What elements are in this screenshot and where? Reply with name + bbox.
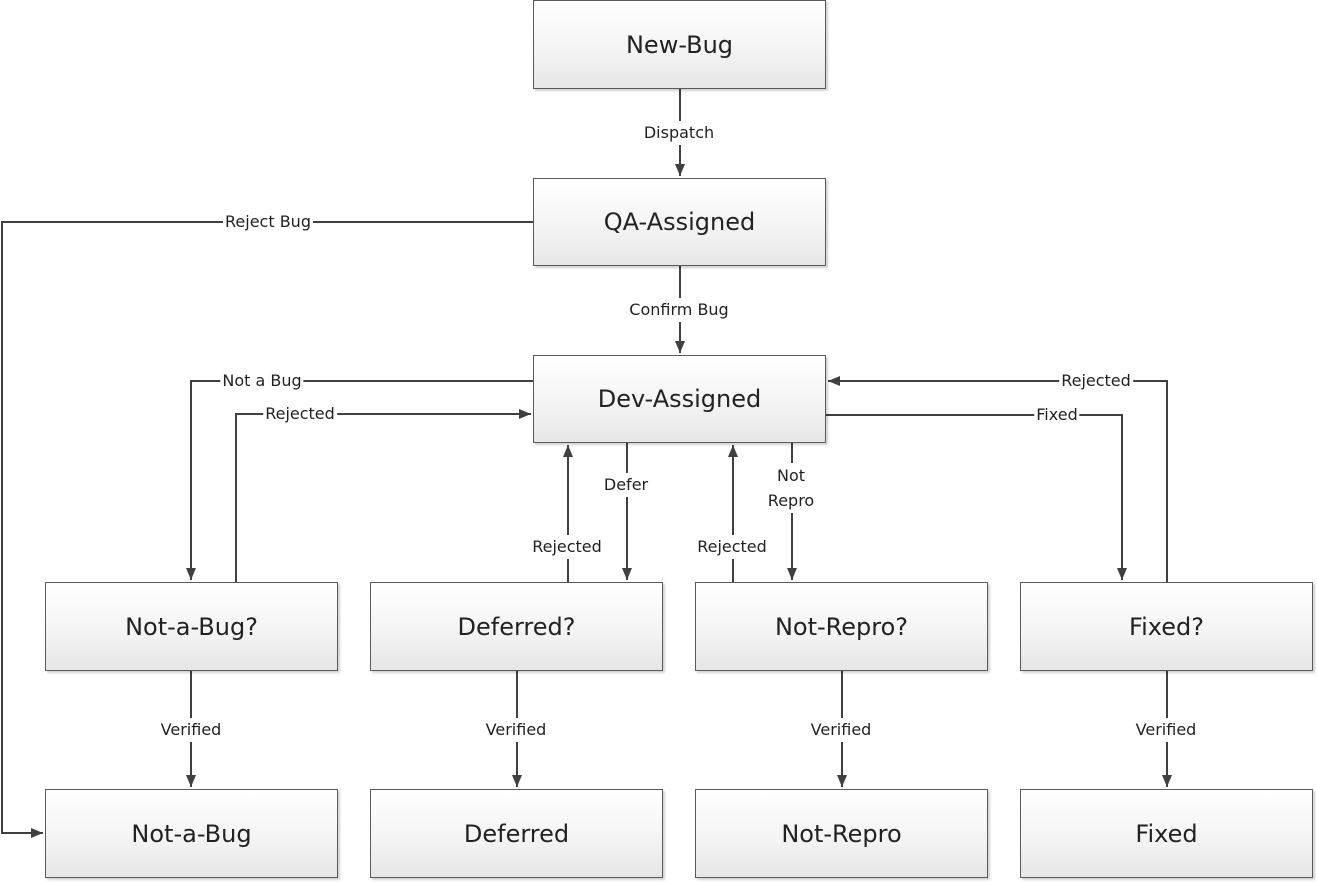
label-not-repro: Not Repro (763, 463, 819, 513)
label-dispatch: Dispatch (641, 121, 717, 145)
node-not-repro-pending: Not-Repro? (695, 582, 988, 671)
node-new-bug: New-Bug (533, 0, 826, 89)
edge-reject-bug (1, 221, 533, 838)
label-rejected-fixed: Rejected (1059, 369, 1133, 393)
node-qa-assigned: QA-Assigned (533, 178, 826, 266)
edge-rejected-from-not-a-bug (235, 409, 531, 582)
label-confirm-bug: Confirm Bug (627, 298, 731, 322)
label-rejected-deferred: Rejected (530, 535, 604, 559)
label-verified-not-a-bug: Verified (158, 718, 224, 742)
edge-not-a-bug (186, 380, 533, 580)
label-reject-bug: Reject Bug (223, 210, 313, 234)
label-not-a-bug: Not a Bug (220, 369, 304, 393)
label-verified-not-repro: Verified (808, 718, 874, 742)
node-fixed-pending: Fixed? (1020, 582, 1313, 671)
node-not-repro: Not-Repro (695, 789, 988, 878)
edge-rejected-from-fixed (828, 376, 1168, 582)
label-defer: Defer (601, 473, 651, 497)
node-not-a-bug: Not-a-Bug (45, 789, 338, 878)
node-dev-assigned: Dev-Assigned (533, 355, 826, 443)
label-rejected-not-repro: Rejected (695, 535, 769, 559)
node-deferred: Deferred (370, 789, 663, 878)
node-not-a-bug-pending: Not-a-Bug? (45, 582, 338, 671)
node-deferred-pending: Deferred? (370, 582, 663, 671)
label-verified-fixed: Verified (1133, 718, 1199, 742)
edge-fixed (826, 414, 1127, 580)
label-verified-deferred: Verified (483, 718, 549, 742)
label-rejected-not-a-bug: Rejected (263, 402, 337, 426)
node-fixed: Fixed (1020, 789, 1313, 878)
label-fixed: Fixed (1034, 403, 1080, 427)
